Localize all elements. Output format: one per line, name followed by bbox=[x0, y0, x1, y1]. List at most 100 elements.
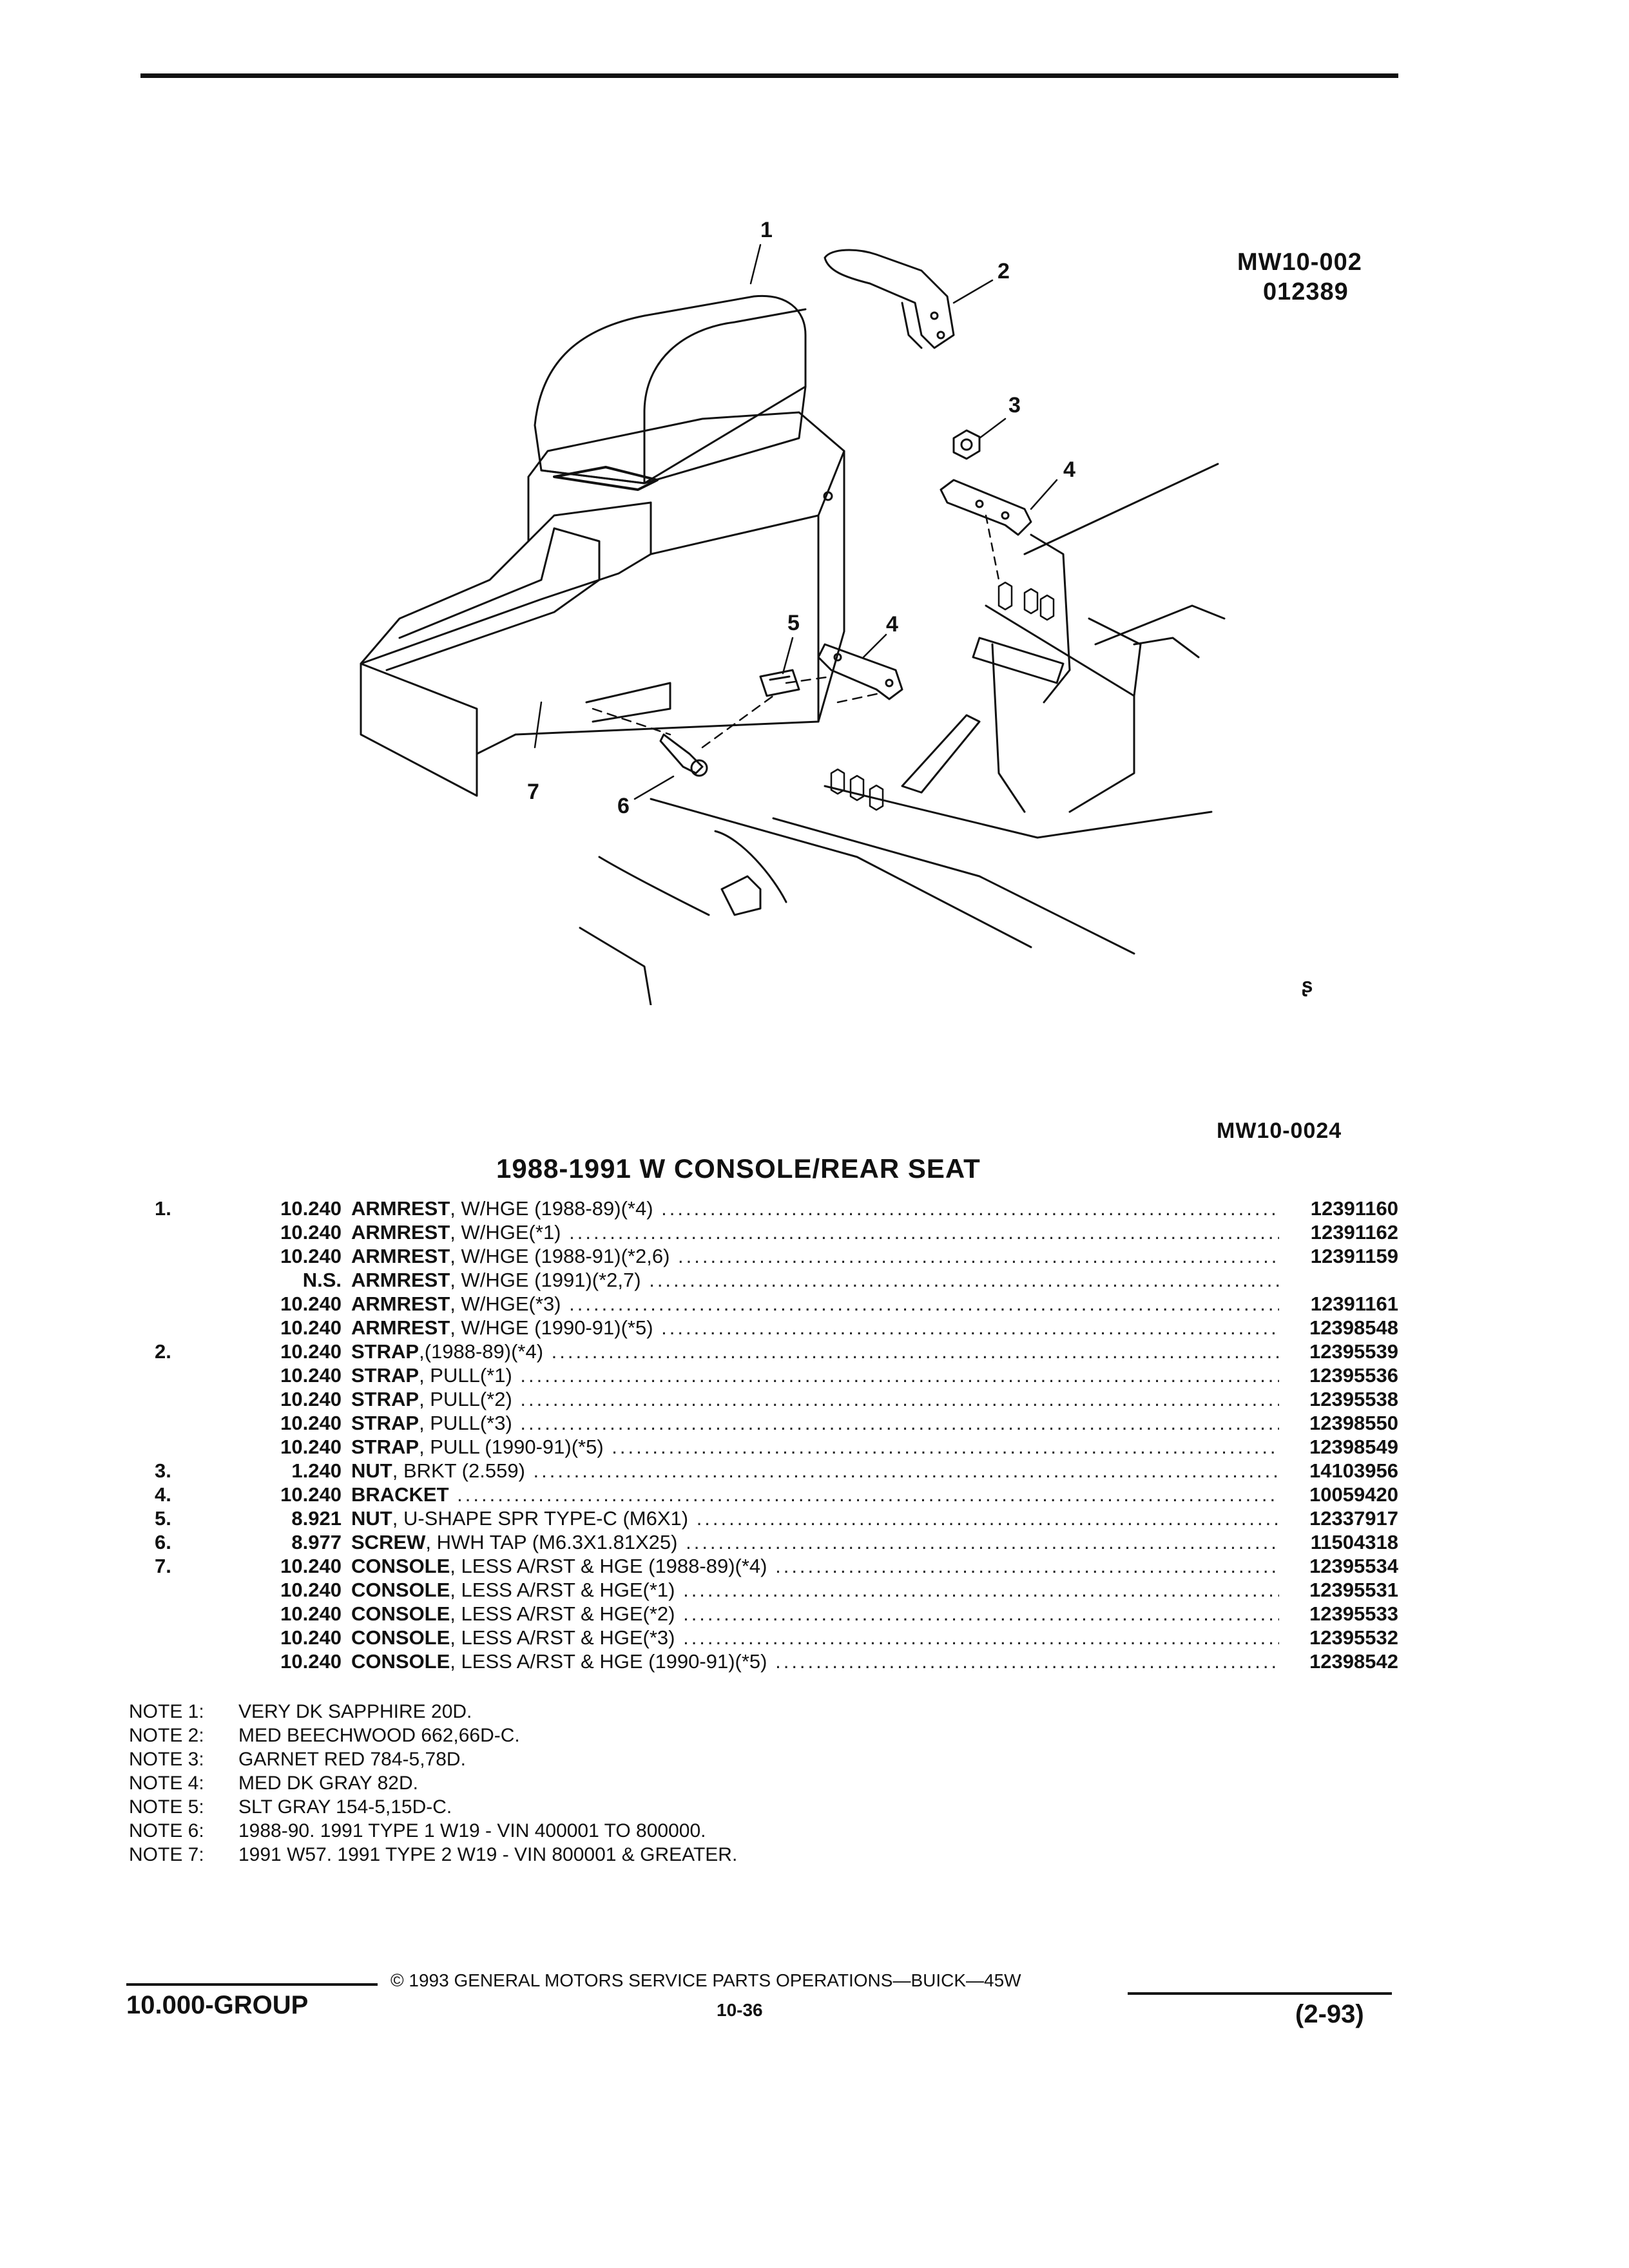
callout-3: 3 bbox=[1008, 393, 1021, 418]
footer-copyright: © 1993 GENERAL MOTORS SERVICE PARTS OPER… bbox=[390, 1970, 1021, 1990]
part-detail: , LESS A/RST & HGE (1988-89)(*4) bbox=[450, 1555, 767, 1577]
floor-pan-illustration bbox=[579, 463, 1226, 1005]
part-description: STRAP,(1988-89)(*4) ....................… bbox=[351, 1340, 1279, 1363]
part-description: ARMREST, W/HGE (1988-89)(*4) ...........… bbox=[351, 1197, 1279, 1220]
leader-dots: ........................................… bbox=[520, 1412, 1279, 1434]
part-number: 12391159 bbox=[1310, 1245, 1398, 1267]
notes-list: NOTE 1:VERY DK SAPPHIRE 20D.NOTE 2:MED B… bbox=[129, 1701, 737, 1868]
armrest-illustration bbox=[534, 294, 807, 491]
leader-dots: ........................................… bbox=[661, 1197, 1279, 1220]
part-detail: , W/HGE (1988-91)(*2,6) bbox=[450, 1245, 670, 1267]
part-number: 12391162 bbox=[1310, 1221, 1398, 1244]
part-detail: , LESS A/RST & HGE (1990-91)(*5) bbox=[450, 1650, 767, 1673]
part-description: CONSOLE, LESS A/RST & HGE(*2) ..........… bbox=[351, 1602, 1279, 1626]
group-number: 10.240 bbox=[280, 1316, 342, 1339]
callout-4-lower: 4 bbox=[886, 612, 898, 637]
part-number: 12398542 bbox=[1309, 1650, 1398, 1673]
part-detail: , LESS A/RST & HGE(*1) bbox=[450, 1579, 675, 1601]
part-number: 12398549 bbox=[1309, 1436, 1398, 1458]
leader-dots: ........................................… bbox=[612, 1436, 1279, 1458]
bracket-lower-illustration bbox=[817, 643, 903, 700]
item-number: 5. bbox=[155, 1507, 171, 1530]
console-illustration bbox=[360, 411, 845, 797]
part-detail: , U-SHAPE SPR TYPE-C (M6X1) bbox=[392, 1507, 689, 1530]
part-description: STRAP, PULL(*3) ........................… bbox=[351, 1412, 1279, 1435]
part-name: NUT bbox=[351, 1507, 392, 1530]
part-detail: , PULL(*1) bbox=[419, 1364, 512, 1387]
group-number: 8.977 bbox=[291, 1531, 342, 1553]
item-number: 6. bbox=[155, 1531, 171, 1553]
part-detail: , LESS A/RST & HGE(*2) bbox=[450, 1602, 675, 1625]
note-text: GARNET RED 784-5,78D. bbox=[238, 1749, 466, 1770]
leader-dots: ........................................… bbox=[683, 1602, 1279, 1625]
part-description: ARMREST, W/HGE(*3) .....................… bbox=[351, 1293, 1279, 1316]
part-number: 12337917 bbox=[1309, 1507, 1398, 1530]
callout-1: 1 bbox=[760, 218, 773, 242]
part-description: CONSOLE, LESS A/RST & HGE(*1) ..........… bbox=[351, 1579, 1279, 1602]
note-item: NOTE 3: GARNET RED 784-5,78D. bbox=[129, 1749, 737, 1773]
part-description: ARMREST, W/HGE (1988-91)(*2,6) .........… bbox=[351, 1245, 1279, 1268]
exploded-parts-diagram: 1 2 3 4 5 4 7 6 bbox=[360, 218, 1226, 1005]
nut-illustration bbox=[952, 429, 981, 460]
part-description: NUT, BRKT (2.559) ......................… bbox=[351, 1459, 1279, 1483]
part-number: 12398548 bbox=[1309, 1316, 1398, 1339]
part-detail: , HWH TAP (M6.3X1.81X25) bbox=[425, 1531, 678, 1553]
part-detail: , W/HGE (1991)(*2,7) bbox=[450, 1269, 641, 1291]
note-item: NOTE 1:VERY DK SAPPHIRE 20D. bbox=[129, 1701, 737, 1725]
part-description: CONSOLE, LESS A/RST & HGE (1988-89)(*4) … bbox=[351, 1555, 1279, 1578]
part-number: 12395539 bbox=[1309, 1340, 1398, 1363]
studs-illustration bbox=[830, 581, 1055, 811]
group-number: 8.921 bbox=[291, 1507, 342, 1530]
group-number: 10.240 bbox=[280, 1245, 342, 1267]
group-number: 1.240 bbox=[291, 1459, 342, 1482]
part-number: 11504318 bbox=[1310, 1531, 1398, 1553]
top-rule bbox=[140, 73, 1398, 78]
part-name: ARMREST bbox=[351, 1197, 450, 1220]
part-name: BRACKET bbox=[351, 1483, 449, 1506]
note-item: NOTE 2:MED BEECHWOOD 662,66D-C. bbox=[129, 1725, 737, 1749]
footer-date: (2-93) bbox=[1295, 2000, 1364, 2028]
note-label: NOTE 6: bbox=[129, 1820, 204, 1841]
leader-dots: ........................................… bbox=[649, 1269, 1279, 1291]
part-name: CONSOLE bbox=[351, 1602, 450, 1625]
note-label: NOTE 3: bbox=[129, 1749, 204, 1770]
part-detail: , PULL(*3) bbox=[419, 1412, 512, 1434]
leader-dots: ........................................… bbox=[569, 1293, 1279, 1315]
part-row: 10.240 CONSOLE, LESS A/RST & HGE(*2) ....… bbox=[155, 1602, 1398, 1626]
part-number: 12395536 bbox=[1309, 1364, 1398, 1387]
part-name: CONSOLE bbox=[351, 1555, 450, 1577]
group-number: 10.240 bbox=[280, 1388, 342, 1410]
part-name: SCREW bbox=[351, 1531, 426, 1553]
note-text: VERY DK SAPPHIRE 20D. bbox=[238, 1701, 472, 1722]
part-row: 10.240 ARMREST, W/HGE (1988-91)(*2,6) ...… bbox=[155, 1245, 1398, 1269]
footer-group: 10.000-GROUP bbox=[126, 1991, 309, 2019]
part-number: 12391160 bbox=[1310, 1197, 1398, 1220]
part-detail: , LESS A/RST & HGE(*3) bbox=[450, 1626, 675, 1649]
group-number: 10.240 bbox=[280, 1602, 342, 1625]
group-number: 10.240 bbox=[280, 1436, 342, 1458]
bracket-upper-illustration bbox=[940, 479, 1032, 536]
group-number: 10.240 bbox=[280, 1293, 342, 1315]
part-name: STRAP bbox=[351, 1436, 419, 1458]
part-row: N.S.ARMREST, W/HGE (1991)(*2,7) ........… bbox=[155, 1269, 1398, 1293]
footer-rule-right bbox=[1128, 1992, 1392, 1995]
part-name: STRAP bbox=[351, 1388, 419, 1410]
diagram-bottom-ref: MW10-0024 bbox=[1217, 1119, 1342, 1143]
part-number: 12395534 bbox=[1309, 1555, 1398, 1577]
note-item: NOTE 5:SLT GRAY 154-5,15D-C. bbox=[129, 1796, 737, 1820]
callout-4-upper: 4 bbox=[1063, 457, 1075, 482]
leader-dots: ........................................… bbox=[683, 1626, 1279, 1649]
part-name: CONSOLE bbox=[351, 1626, 450, 1649]
part-description: STRAP, PULL(*1) ........................… bbox=[351, 1364, 1279, 1387]
part-description: ARMREST, W/HGE(*1) .....................… bbox=[351, 1221, 1279, 1244]
part-number: 12391161 bbox=[1310, 1293, 1398, 1315]
note-item: NOTE 6:1988-90. 1991 TYPE 1 W19 - VIN 40… bbox=[129, 1820, 737, 1844]
part-detail: , BRKT (2.559) bbox=[392, 1459, 525, 1482]
note-text: MED DK GRAY 82D. bbox=[238, 1773, 418, 1794]
item-number: 1. bbox=[155, 1197, 171, 1220]
group-number: 10.240 bbox=[280, 1197, 342, 1220]
